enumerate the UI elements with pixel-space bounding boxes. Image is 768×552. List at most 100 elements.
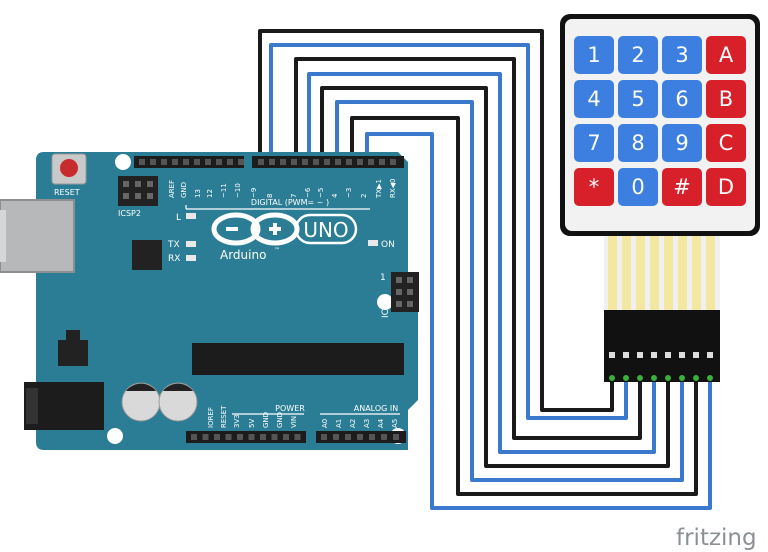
pin-label: RESET <box>220 405 228 428</box>
pin-label: ~9 <box>250 188 258 198</box>
header-pin <box>407 301 413 307</box>
connector-pin <box>623 352 629 358</box>
header-pin <box>369 434 375 440</box>
header-pin <box>161 159 167 165</box>
keypad-key-9[interactable]: 9 <box>662 124 702 162</box>
ribbon-strand <box>706 236 715 312</box>
pin-label: A0 <box>321 419 329 428</box>
keypad-key-4[interactable]: 4 <box>574 80 614 118</box>
ribbon-strand <box>608 236 617 312</box>
header-pin <box>271 434 278 440</box>
keypad-key-D[interactable]: D <box>706 168 746 206</box>
keypad-key-A[interactable]: A <box>706 36 746 74</box>
header-pin <box>396 277 402 283</box>
capacitor <box>121 382 161 422</box>
keypad-key-5[interactable]: 5 <box>618 80 658 118</box>
pin-label: IOREF <box>207 407 215 428</box>
reset-label: RESET <box>54 188 80 197</box>
header-pin <box>291 159 297 165</box>
keypad-key-B[interactable]: B <box>706 80 746 118</box>
led-tx-label: TX <box>167 240 180 250</box>
wire <box>294 57 642 440</box>
pin-label: 4 <box>331 193 339 198</box>
header-pin <box>324 159 330 165</box>
header-pin <box>260 434 266 440</box>
led-on <box>368 240 378 246</box>
header-pin <box>357 159 363 165</box>
connector-pin <box>637 352 643 358</box>
pin-label: VIN <box>290 416 298 428</box>
pin-label: 3V3 <box>233 414 241 428</box>
wires <box>257 28 713 511</box>
keypad-key-C[interactable]: C <box>706 124 746 162</box>
pin-label: 13 <box>194 189 202 198</box>
header-pin <box>238 159 244 165</box>
ribbon-strand <box>650 236 659 312</box>
usb-connector <box>0 199 75 273</box>
key-label: A <box>719 43 734 67</box>
key-label: 3 <box>675 43 688 67</box>
header-pin <box>321 434 327 440</box>
pin-label: A1 <box>335 419 343 428</box>
mounting-hole <box>377 294 393 310</box>
header-pin <box>183 159 189 165</box>
connector-pin <box>651 352 657 358</box>
pin-label: ~6 <box>304 187 312 198</box>
analog-label: ANALOG IN <box>354 404 399 413</box>
pin-label: 8 <box>266 194 274 198</box>
pin-label: ~11 <box>220 183 228 198</box>
connector-pin <box>609 352 615 358</box>
keypad-key-1[interactable]: 1 <box>574 36 614 74</box>
pin-label: ~3 <box>345 188 353 198</box>
header-pin <box>123 181 129 187</box>
keypad-key-0[interactable]: 0 <box>618 168 658 206</box>
voltage-regulator <box>58 340 88 366</box>
connector-pin-end <box>679 375 685 381</box>
header-pin <box>216 159 222 165</box>
keypad-key-2[interactable]: 2 <box>618 36 658 74</box>
icsp2-header <box>118 176 158 206</box>
key-label: * <box>589 175 600 199</box>
keypad-key-#[interactable]: # <box>662 168 702 206</box>
ribbon-strand <box>664 236 673 312</box>
header-pin <box>357 434 363 440</box>
keypad-key-6[interactable]: 6 <box>662 80 702 118</box>
wire <box>269 43 628 420</box>
connector-pin-end <box>637 375 643 381</box>
connector-pin-end <box>693 375 699 381</box>
header-pin <box>294 434 301 440</box>
header-pin <box>135 181 141 187</box>
pin-label: GND <box>262 412 270 428</box>
header-pin <box>248 434 255 440</box>
reset-button-cap[interactable] <box>60 159 78 177</box>
key-label: 9 <box>675 131 688 155</box>
header-pin <box>368 159 374 165</box>
connector-pin <box>665 352 671 358</box>
led-rx-label: RX <box>168 254 180 264</box>
keypad-key-8[interactable]: 8 <box>618 124 658 162</box>
arduino-label: Arduino <box>220 248 266 262</box>
keypad-key-7[interactable]: 7 <box>574 124 614 162</box>
wire <box>365 132 712 510</box>
key-label: B <box>719 87 733 111</box>
led-l <box>186 213 196 219</box>
key-label: 8 <box>631 131 644 155</box>
header-pin <box>147 181 153 187</box>
header-pin <box>280 159 286 165</box>
header-pin <box>191 434 197 440</box>
key-label: 2 <box>631 43 644 67</box>
power-label: POWER <box>275 404 305 413</box>
wire <box>258 29 614 412</box>
microcontroller-chip <box>192 343 404 375</box>
pin-label: A5 <box>391 419 399 428</box>
key-label: 1 <box>587 43 600 67</box>
board-outline <box>36 152 418 450</box>
connector-pin-end <box>609 375 615 381</box>
connector-pin <box>693 352 699 358</box>
keypad-key-3[interactable]: 3 <box>662 36 702 74</box>
pin-label: 7 <box>290 194 298 198</box>
pin-label: AREF <box>168 180 176 198</box>
keypad-key-*[interactable]: * <box>574 168 614 206</box>
header-pin <box>237 434 243 440</box>
